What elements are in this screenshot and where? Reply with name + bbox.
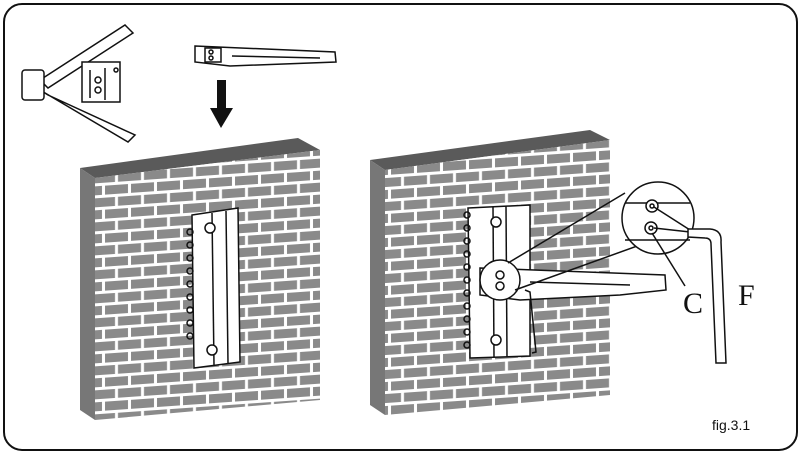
hex-key-illustration (687, 228, 727, 364)
bracket-pair-illustration (21, 24, 137, 143)
label-c: C (683, 287, 703, 320)
frame-border (3, 3, 798, 451)
bracket-arm-illustration (194, 45, 337, 67)
magnified-detail (507, 181, 695, 291)
figure-caption: fig.3.1 (712, 417, 750, 433)
installed-bracket (463, 204, 667, 359)
wall-plate-left (186, 207, 241, 369)
down-arrow-icon (210, 80, 233, 128)
label-f: F (738, 279, 755, 312)
